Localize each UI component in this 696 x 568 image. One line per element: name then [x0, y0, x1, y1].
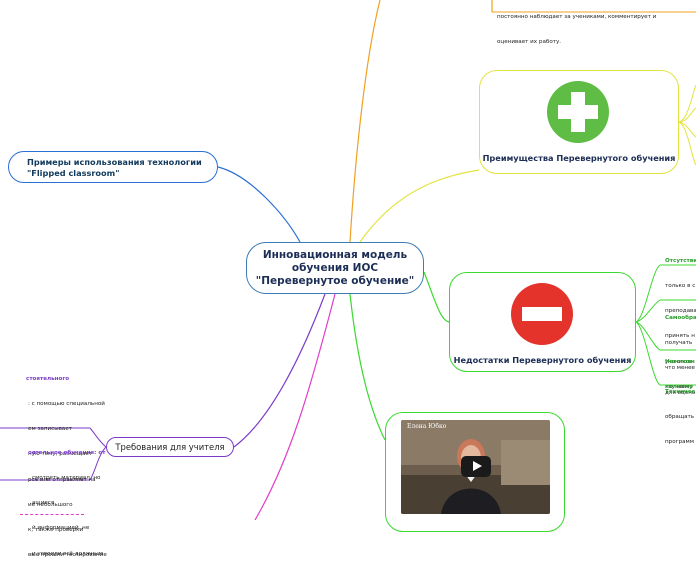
adv-out-4	[678, 121, 696, 166]
top-text: постоянно наблюдает за учениками, коммен…	[497, 0, 656, 55]
disadvantages-topic-label: Недостатки Перевернутого обучения	[453, 355, 632, 365]
req-out-2	[89, 446, 107, 481]
req-note-line: смотреть материал, но	[32, 475, 101, 482]
req-note-line: ную тему, размещает	[28, 451, 93, 458]
req-note-line: ащиеся	[32, 500, 55, 507]
play-button[interactable]	[461, 456, 491, 477]
dis-item-2-line: получать	[665, 340, 693, 347]
adv-out-1	[678, 84, 696, 123]
dis-item-1-line: только в с	[665, 283, 696, 290]
dis-out-4	[635, 321, 661, 386]
requirements-note-2[interactable]: оятельное обучение: от смотреть материал…	[0, 432, 105, 567]
dis-item-1[interactable]: Отсутстви только в с преподава принять н…	[665, 240, 696, 400]
advantages-topic[interactable]: Преимущества Перевернутого обучения	[479, 70, 679, 174]
adv-out-2	[678, 107, 696, 123]
dis-out-1	[635, 264, 661, 323]
dis-item-4-line: программ	[665, 439, 694, 446]
branch-examples	[217, 166, 301, 243]
dis-item-1-line: изучаемо	[665, 383, 693, 390]
examples-topic-label: Примеры использования технологии "Flippe…	[27, 157, 202, 178]
req-note-line: рсе или отправляет на	[28, 476, 96, 483]
dis-item-3-line: полному	[665, 384, 693, 391]
bottom-left-snippet	[20, 514, 84, 517]
top-text-line-2: оценивает их работу.	[497, 39, 562, 46]
branch-advantages	[359, 169, 480, 243]
dis-item-2[interactable]: Самообра получать что менее для оцено	[665, 297, 696, 406]
dis-item-1-line: преподава	[665, 308, 696, 315]
req-note-line: и усвоили всё должным	[32, 550, 103, 557]
req-note-line: й информацией, не	[32, 525, 90, 532]
requirements-topic[interactable]: Требования для учителя	[106, 437, 234, 457]
adv-out-3	[678, 121, 696, 138]
top-text-line-1: постоянно наблюдает за учениками, коммен…	[497, 13, 657, 20]
req-note-line: ем записывает	[28, 426, 73, 433]
dis-item-2-heading: Самообра	[665, 314, 696, 321]
dis-item-4-heading: Техничес	[665, 388, 695, 395]
req-out-1	[89, 427, 107, 448]
dis-out-2	[635, 299, 661, 323]
branch-disadvantages	[423, 271, 450, 323]
dis-item-2-line: для оцено	[665, 390, 696, 397]
video-thumbnail[interactable]: Елена Юбко	[401, 420, 550, 514]
branch-video	[349, 293, 386, 441]
requirements-topic-label: Требования для учителя	[115, 442, 225, 452]
dis-item-2-line: что менее	[665, 365, 695, 372]
disadvantages-topic[interactable]: Недостатки Перевернутого обучения	[449, 272, 636, 372]
req-note-line: оятельное обучение: от	[28, 449, 106, 456]
dis-item-4-line: обращать	[665, 414, 695, 421]
central-topic-label: Инновационная модель обучения ИОС "Перев…	[255, 248, 415, 287]
advantages-topic-label: Преимущества Перевернутого обучения	[482, 153, 676, 163]
dis-item-3[interactable]: Неготовн полному	[665, 341, 695, 400]
dis-item-4[interactable]: Техничес обращать программ	[665, 371, 695, 455]
req-note-line: : с помощью специальной	[28, 401, 105, 408]
branch-requirements	[233, 293, 326, 448]
req-note-line: ие небольшого	[28, 501, 73, 508]
mindmap-connectors	[0, 0, 696, 520]
examples-topic[interactable]: Примеры использования технологии "Flippe…	[8, 151, 218, 183]
dis-out-3	[635, 321, 661, 351]
branch-top	[349, 0, 381, 243]
dis-item-1-line: принять н	[665, 333, 695, 340]
branch-bottom-left	[254, 293, 336, 520]
minus-icon	[511, 283, 573, 345]
dis-item-3-heading: Неготовн	[665, 358, 695, 365]
central-topic[interactable]: Инновационная модель обучения ИОС "Перев…	[246, 242, 424, 294]
plus-icon	[547, 81, 609, 143]
video-title: Елена Юбко	[407, 423, 447, 430]
dis-item-1-line: учеников	[665, 358, 693, 365]
dis-item-1-heading: Отсутстви	[665, 257, 696, 264]
req-note-line: стоятельного	[26, 375, 70, 382]
